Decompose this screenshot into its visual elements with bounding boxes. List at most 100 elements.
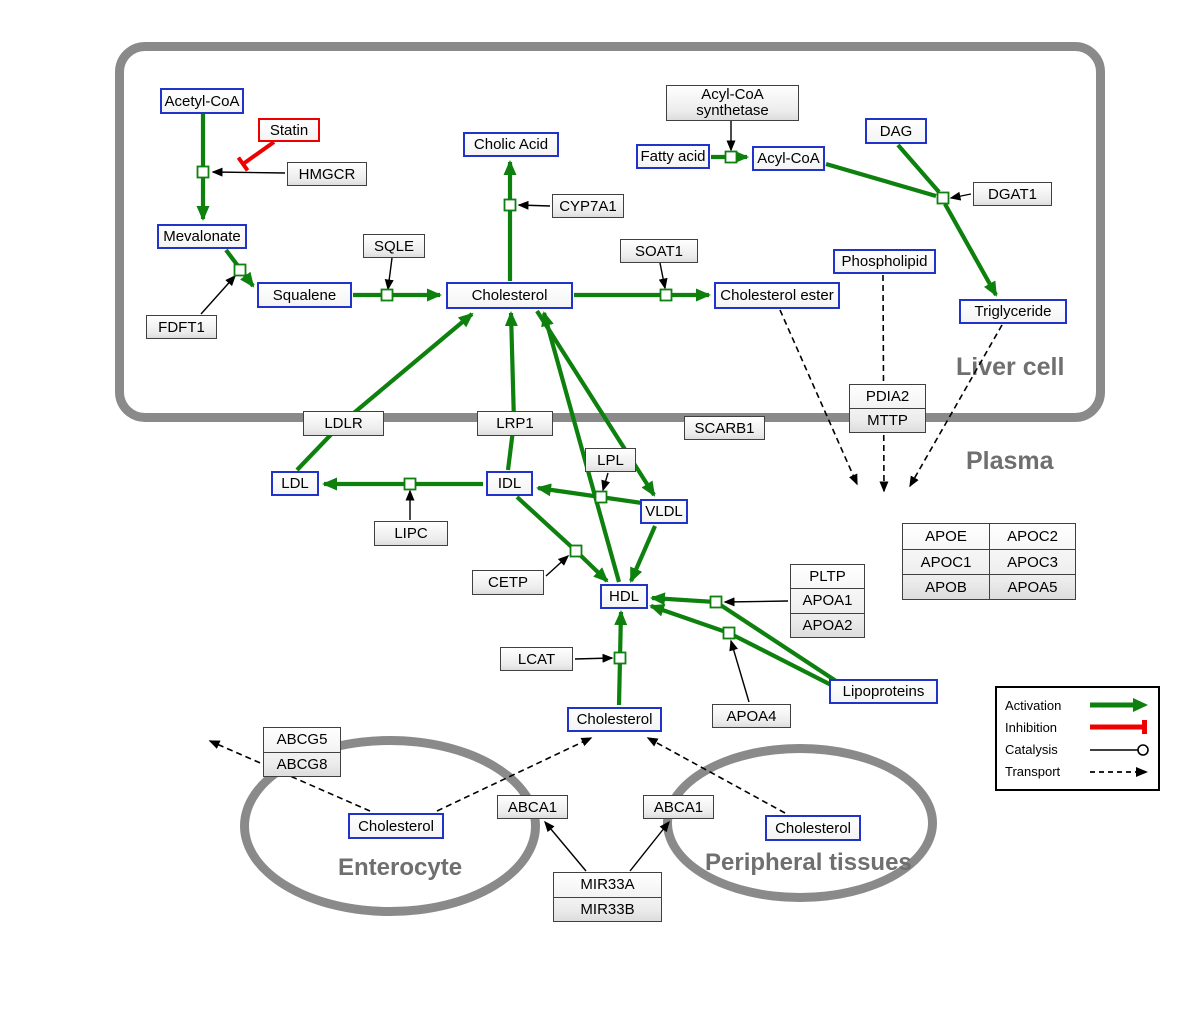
node-apoc2[interactable]: APOC2 [989, 524, 1075, 549]
edge-mir33-to-abca1-peripheral [629, 820, 670, 872]
node-abca1-peripheral[interactable]: ABCA1 [643, 795, 714, 819]
transport-dashed-arrow-icon [1090, 766, 1148, 777]
node-sqle[interactable]: SQLE [363, 234, 425, 258]
node-abca1-enterocyte[interactable]: ABCA1 [497, 795, 568, 819]
node-apoe[interactable]: APOE [925, 528, 967, 545]
reaction-node-apoa-stack [709, 595, 723, 609]
node-mir33b[interactable]: MIR33B [554, 896, 661, 922]
mir33a-mir33b-stack: MIR33A MIR33B [553, 872, 662, 922]
node-fdft1[interactable]: FDFT1 [146, 315, 217, 339]
node-cholesterol-ester[interactable]: Cholesterol ester [714, 282, 840, 309]
node-acyl-coa[interactable]: Acyl-CoA [752, 146, 825, 171]
liver-cell-compartment [115, 42, 1105, 422]
edge-lpl-catalysis [601, 472, 610, 492]
node-mir33a[interactable]: MIR33A [580, 876, 635, 894]
node-phospholipid[interactable]: Phospholipid [833, 249, 936, 274]
catalysis-circle-icon [1090, 743, 1149, 756]
edge-cholesterol-ester-transport [779, 309, 858, 486]
node-abcg5[interactable]: ABCG5 [276, 731, 328, 749]
reaction-nodes [196, 150, 950, 665]
node-lipc[interactable]: LIPC [374, 521, 448, 546]
inhibition-edges [236, 140, 276, 172]
node-cholesterol-liver[interactable]: Cholesterol [446, 282, 573, 309]
legend-catalysis: Catalysis [1005, 742, 1150, 758]
node-lcat[interactable]: LCAT [500, 647, 573, 671]
node-cyp7a1[interactable]: CYP7A1 [552, 194, 624, 218]
edge-mir33-to-abca1-enterocyte [544, 820, 587, 872]
acyl-coa-synthetase-line2: synthetase [696, 102, 769, 119]
reaction-node-lipc [403, 477, 417, 491]
enterocyte-label: Enterocyte [338, 854, 463, 881]
catalysis-edges [200, 121, 972, 872]
edge-cetp-catalysis [545, 554, 570, 577]
node-apoa4[interactable]: APOA4 [712, 704, 791, 728]
acyl-coa-synthetase-line1: Acyl-CoA [701, 86, 764, 103]
node-mttp[interactable]: MTTP [850, 408, 925, 432]
reaction-node-lcat [613, 651, 627, 665]
node-lpl[interactable]: LPL [585, 448, 636, 472]
edge-peripheral-cholesterol-to-plasma [646, 737, 786, 814]
node-soat1[interactable]: SOAT1 [620, 239, 698, 263]
node-apoc3[interactable]: APOC3 [989, 549, 1075, 574]
node-scarb1[interactable]: SCARB1 [684, 416, 765, 440]
node-cetp[interactable]: CETP [472, 570, 544, 595]
edge-triglyceride-transport [909, 324, 1003, 488]
reaction-node-lpl [594, 490, 608, 504]
node-dgat1[interactable]: DGAT1 [973, 182, 1052, 206]
node-apoa5[interactable]: APOA5 [989, 574, 1075, 599]
reaction-node-cetp [569, 544, 583, 558]
legend-inhibition: Inhibition [1005, 719, 1150, 735]
node-fatty-acid[interactable]: Fatty acid [636, 144, 710, 169]
reaction-node-sqle [380, 288, 394, 302]
node-mevalonate[interactable]: Mevalonate [157, 224, 247, 249]
node-apob[interactable]: APOB [903, 574, 989, 599]
edge-acylcoa-to-dgat-node [825, 161, 937, 199]
edge-enterocyte-cholesterol-export [208, 740, 371, 812]
node-apoa1[interactable]: APOA1 [791, 588, 864, 612]
node-cholesterol-enterocyte[interactable]: Cholesterol [348, 813, 444, 839]
node-pltp[interactable]: PLTP [809, 568, 846, 586]
node-hdl[interactable]: HDL [600, 584, 648, 609]
node-dag[interactable]: DAG [865, 118, 927, 144]
node-cholesterol-peripheral[interactable]: Cholesterol [765, 815, 861, 841]
node-abcg8[interactable]: ABCG8 [264, 751, 340, 777]
reaction-node-apoa4 [722, 626, 736, 640]
apolipoprotein-table: APOE APOC2 APOC1 APOC3 APOB APOA5 [902, 523, 1076, 600]
activation-arrow-icon [1090, 698, 1148, 713]
node-lipoproteins[interactable]: Lipoproteins [829, 679, 938, 704]
reaction-node-acyl-coa-synthetase [724, 150, 738, 164]
node-ldl[interactable]: LDL [271, 471, 319, 496]
node-squalene[interactable]: Squalene [257, 282, 352, 308]
node-ldlr[interactable]: LDLR [303, 411, 384, 436]
node-apoa2[interactable]: APOA2 [791, 612, 864, 637]
enterocyte-compartment [240, 736, 540, 916]
node-lrp1[interactable]: LRP1 [477, 411, 553, 436]
pltp-apoa1-apoa2-stack: PLTP APOA1 APOA2 [790, 564, 865, 638]
reaction-node-hmgcr [196, 165, 210, 179]
legend: Activation Inhibition Catalysis Transpor… [995, 686, 1160, 791]
legend-catalysis-label: Catalysis [1005, 742, 1058, 758]
node-hmgcr[interactable]: HMGCR [287, 162, 367, 186]
node-triglyceride[interactable]: Triglyceride [959, 299, 1067, 324]
edge-statin-inhibits-hmgcr [236, 140, 276, 172]
edge-idl-to-hdl-via-cetp [515, 495, 609, 583]
node-acyl-coa-synthetase[interactable]: Acyl-CoA synthetase [666, 85, 799, 121]
reaction-node-fdft1 [233, 263, 247, 277]
edge-cyp7a1-catalysis [517, 200, 551, 210]
edge-phospholipid-transport [879, 274, 889, 493]
edge-dag-to-dgat-node [896, 143, 941, 194]
node-apoc1[interactable]: APOC1 [903, 549, 989, 574]
edge-idl-to-liver-cholesterol [504, 311, 518, 471]
node-cholic-acid[interactable]: Cholic Acid [463, 132, 559, 157]
node-pdia2[interactable]: PDIA2 [865, 388, 910, 405]
node-idl[interactable]: IDL [486, 471, 533, 496]
node-acetyl-coa[interactable]: Acetyl-CoA [160, 88, 244, 114]
edge-vldl-to-idl [536, 483, 643, 506]
transport-edges [208, 274, 1003, 814]
edge-fdft1-catalysis [200, 274, 237, 315]
node-cholesterol-plasma[interactable]: Cholesterol [567, 707, 662, 732]
edge-dgat1-catalysis [949, 191, 972, 201]
node-vldl[interactable]: VLDL [640, 499, 688, 524]
node-statin[interactable]: Statin [258, 118, 320, 142]
